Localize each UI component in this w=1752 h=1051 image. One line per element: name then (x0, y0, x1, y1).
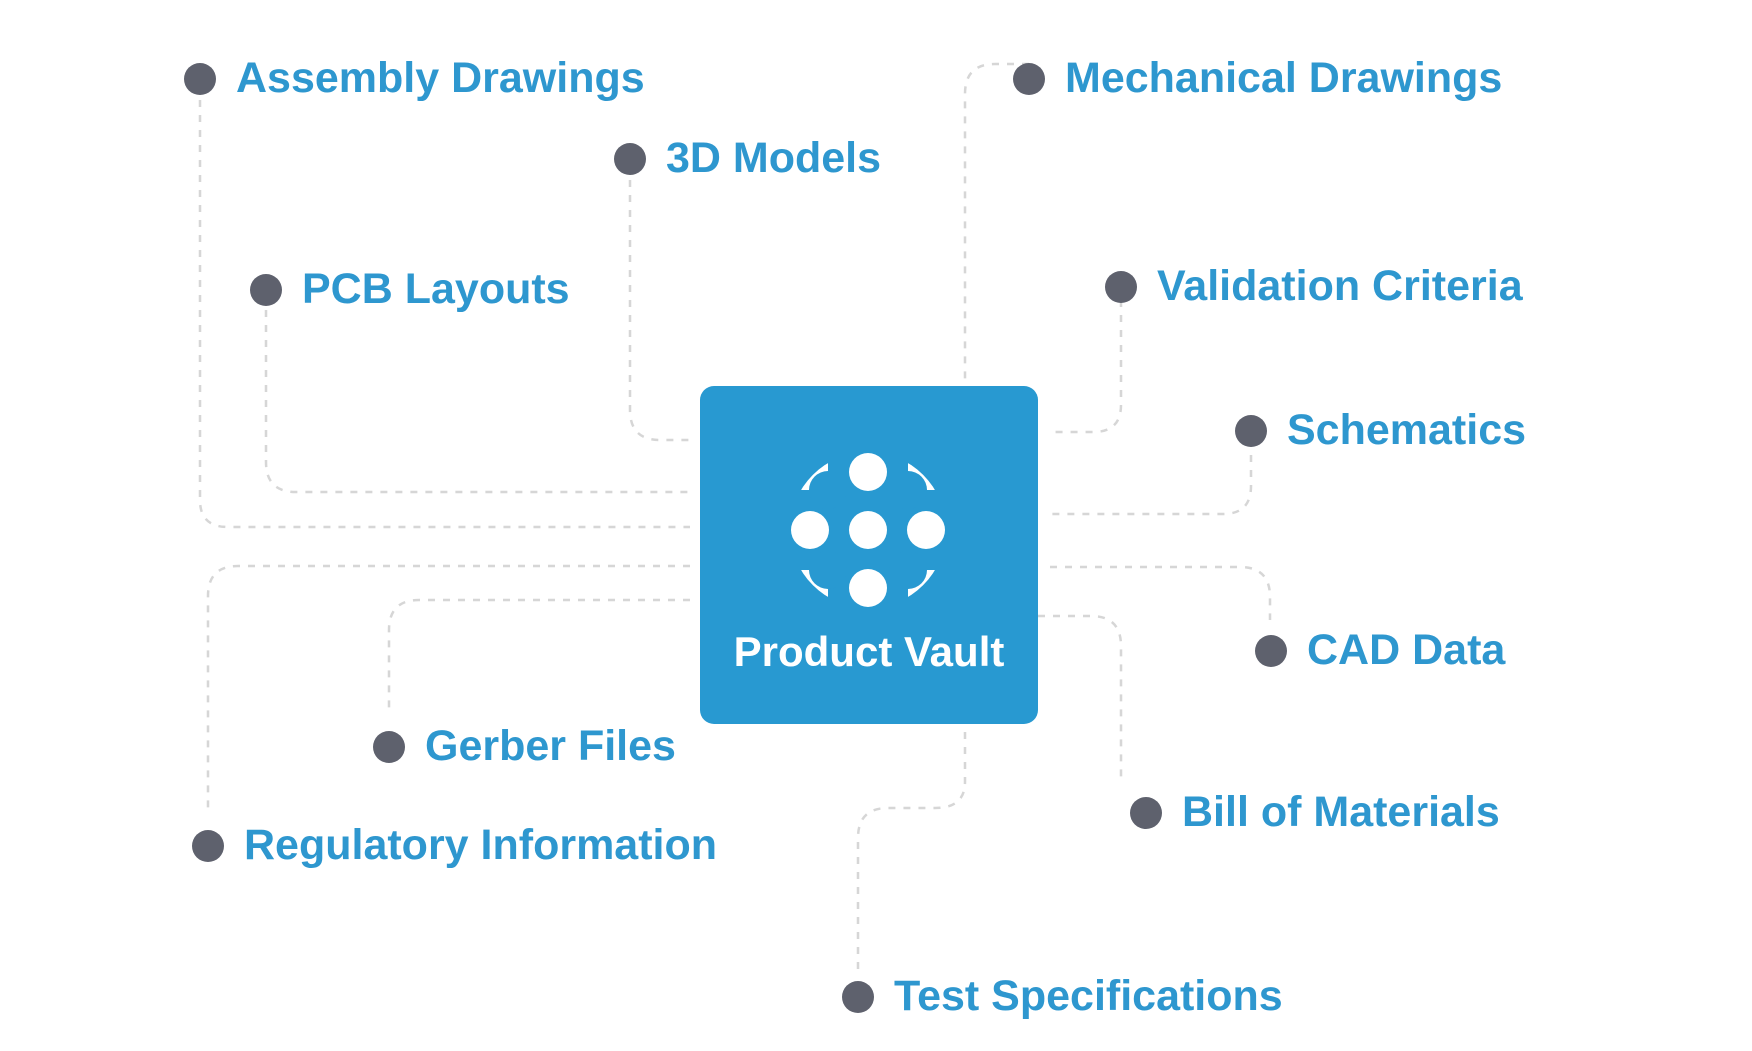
node-label: Schematics (1287, 406, 1527, 454)
connector-3d-models (628, 165, 690, 442)
connector-schematics (1050, 440, 1253, 516)
connector-gerber-files (387, 598, 690, 715)
node-label: Bill of Materials (1182, 788, 1500, 836)
node-label: Gerber Files (425, 722, 676, 770)
node-label: PCB Layouts (302, 265, 570, 313)
node-label: Validation Criteria (1157, 262, 1523, 310)
connector-validation-criteria (1050, 300, 1123, 434)
node-dot-icon (1013, 63, 1045, 95)
node-dot-icon (842, 981, 874, 1013)
connector-test-specifications (856, 732, 967, 975)
connector-bill-of-materials (1038, 614, 1123, 780)
connector-mechanical-drawings (963, 62, 1029, 380)
node-dot-icon (373, 731, 405, 763)
node-dot-icon (1255, 635, 1287, 667)
product-vault-hub[interactable]: Product Vault (700, 386, 1038, 724)
hub-title: Product Vault (733, 628, 1005, 675)
connector-pcb-layouts (264, 295, 690, 494)
node-label: Assembly Drawings (236, 54, 645, 102)
node-dot-icon (1130, 797, 1162, 829)
connector-cad-data (1050, 565, 1272, 620)
connector-assembly-drawings (198, 85, 690, 529)
node-label: CAD Data (1307, 626, 1506, 674)
node-label: 3D Models (666, 134, 882, 182)
node-label: Test Specifications (894, 972, 1283, 1020)
node-dot-icon (250, 274, 282, 306)
node-dot-icon (1105, 271, 1137, 303)
node-label: Mechanical Drawings (1065, 54, 1503, 102)
node-dot-icon (1235, 415, 1267, 447)
node-dot-icon (614, 143, 646, 175)
node-dot-icon (184, 63, 216, 95)
node-dot-icon (192, 830, 224, 862)
vault-logo-icon (790, 452, 946, 608)
connector-regulatory-information (206, 564, 690, 815)
node-label: Regulatory Information (244, 821, 718, 869)
